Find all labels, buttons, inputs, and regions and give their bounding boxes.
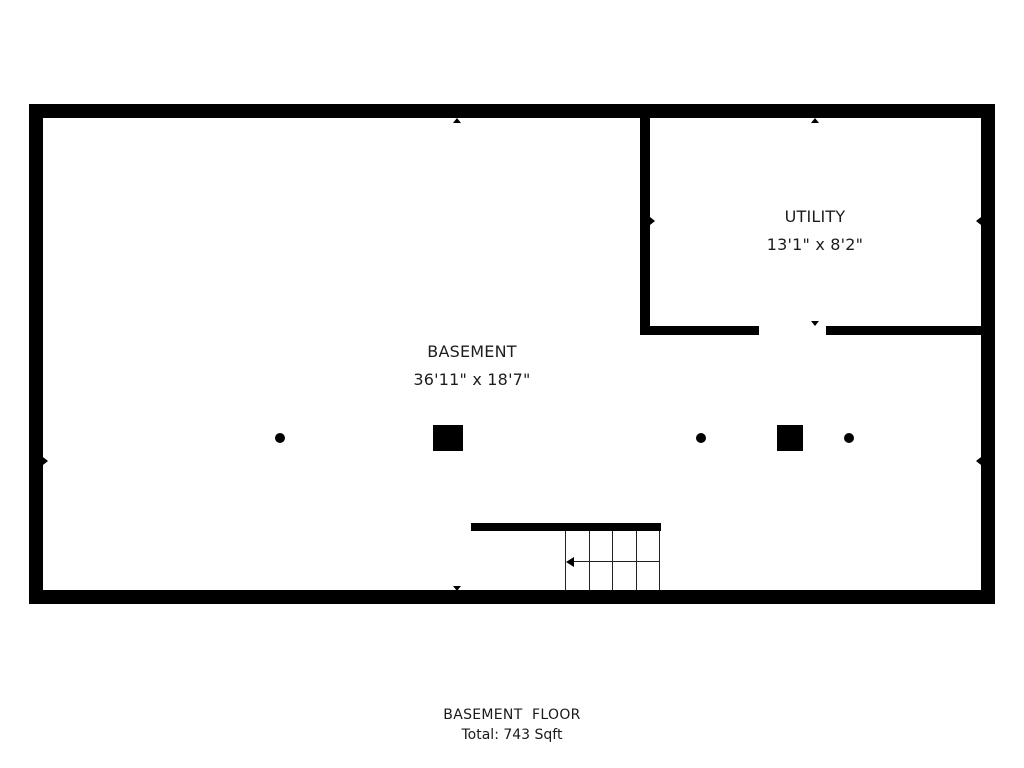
post-1 — [275, 433, 285, 443]
outer-wall-right — [981, 104, 995, 604]
stair-direction-line — [570, 561, 660, 562]
stair-tread — [659, 531, 660, 590]
outer-wall-bottom — [29, 590, 995, 604]
room-name: BASEMENT — [427, 342, 517, 361]
marker-utility-left — [650, 217, 655, 225]
floor-name: BASEMENT FLOOR — [443, 707, 581, 723]
stair-tread — [589, 531, 590, 590]
total-area: Total: 743 Sqft — [461, 727, 563, 743]
post-3 — [844, 433, 854, 443]
stair-direction-arrow-icon — [566, 557, 574, 567]
room-label-utility: UTILITY 13'1" x 8'2" — [715, 207, 915, 254]
marker-basement-top — [453, 118, 461, 123]
marker-basement-right — [976, 457, 981, 465]
stair-tread — [636, 531, 637, 590]
stair-tread — [612, 531, 613, 590]
utility-wall-bottom-right — [826, 326, 982, 335]
room-name: UTILITY — [784, 207, 846, 226]
room-label-basement: BASEMENT 36'11" x 18'7" — [372, 342, 572, 389]
column-2 — [777, 425, 803, 451]
room-dimensions: 13'1" x 8'2" — [766, 235, 864, 254]
post-2 — [696, 433, 706, 443]
marker-utility-top — [811, 118, 819, 123]
room-dimensions: 36'11" x 18'7" — [413, 370, 531, 389]
stair-rail — [471, 523, 661, 531]
floor-summary: BASEMENT FLOOR Total: 743 Sqft — [0, 707, 1024, 743]
stair-tread — [565, 531, 566, 590]
marker-utility-bottom — [811, 321, 819, 326]
utility-wall-bottom-left — [640, 326, 759, 335]
utility-wall-left — [640, 118, 650, 335]
outer-wall-left — [29, 104, 43, 604]
marker-basement-left — [43, 457, 48, 465]
marker-basement-bottom — [453, 586, 461, 591]
marker-utility-right — [976, 217, 981, 225]
column-1 — [433, 425, 463, 451]
outer-wall-top — [29, 104, 995, 118]
